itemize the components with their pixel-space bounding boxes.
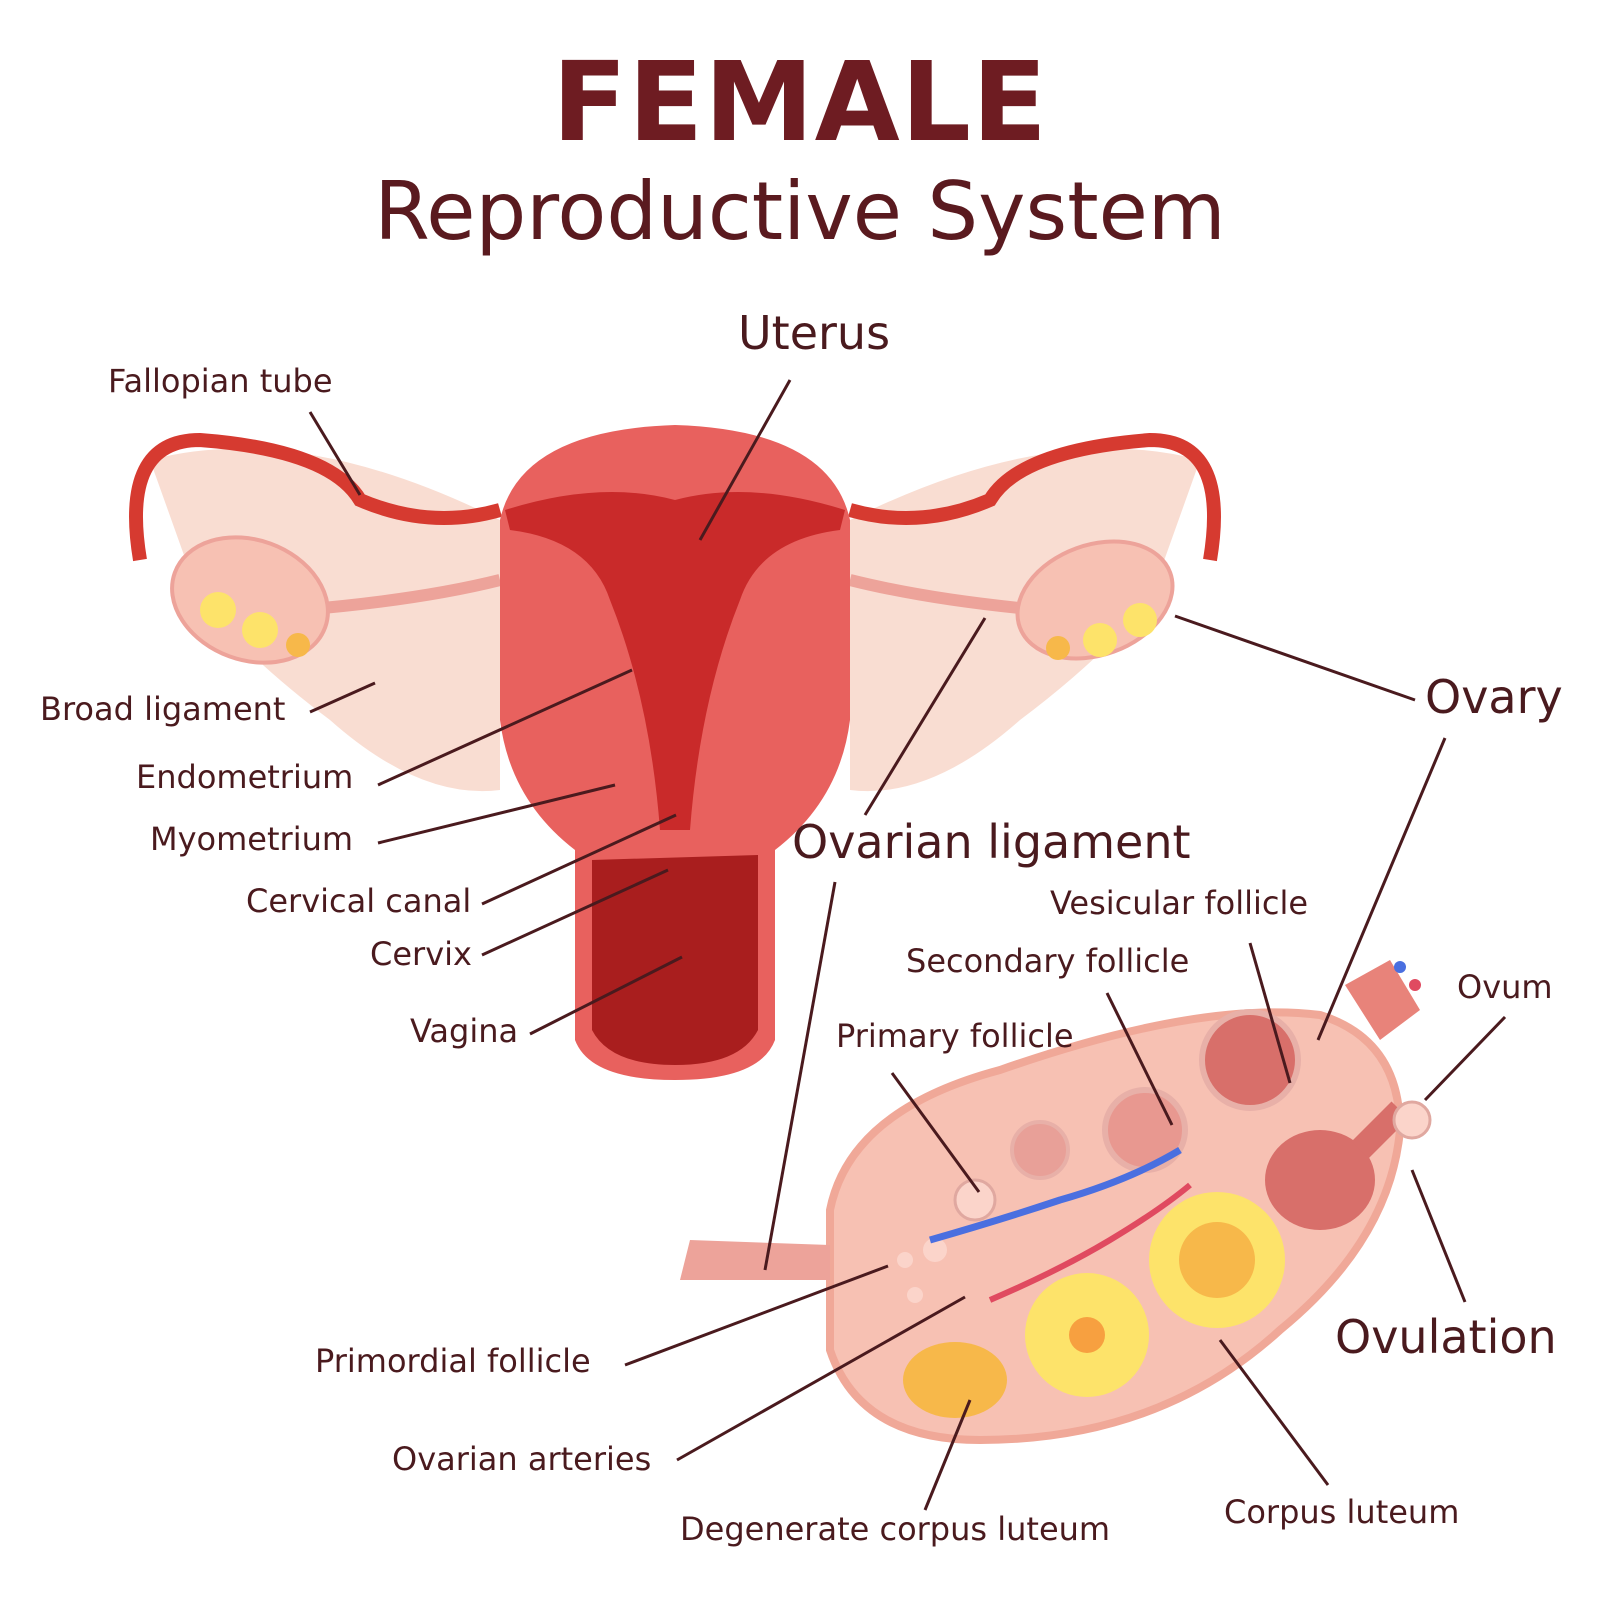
label-ovarian-ligament: Ovarian ligament xyxy=(792,815,1191,869)
fallopian-tube-left xyxy=(129,432,502,562)
label-vagina: Vagina xyxy=(410,1012,519,1050)
label-degenerate-corpus-luteum: Degenerate corpus luteum xyxy=(680,1510,1111,1548)
label-corpus-luteum: Corpus luteum xyxy=(1224,1493,1460,1531)
ovum-shape xyxy=(1392,1100,1432,1140)
ovary-left-shape xyxy=(170,535,330,665)
title-reproductive-system: Reproductive System xyxy=(374,165,1226,258)
label-cervix: Cervix xyxy=(370,935,472,973)
label-vesicular-follicle: Vesicular follicle xyxy=(1050,884,1309,922)
label-uterus: Uterus xyxy=(738,306,891,360)
label-endometrium: Endometrium xyxy=(136,758,354,796)
label-ovarian-arteries: Ovarian arteries xyxy=(392,1440,652,1478)
label-primary-follicle: Primary follicle xyxy=(836,1017,1074,1055)
vein-shape xyxy=(929,1146,1182,1244)
ovary-detail-shape xyxy=(826,1008,1405,1445)
label-broad-ligament: Broad ligament xyxy=(40,690,286,728)
uterine-cavity xyxy=(505,492,845,830)
title-female: FEMALE xyxy=(551,38,1049,166)
label-ovum: Ovum xyxy=(1457,968,1553,1006)
label-primordial-follicle: Primordial follicle xyxy=(315,1342,591,1380)
label-ovary: Ovary xyxy=(1425,670,1563,724)
label-fallopian-tube: Fallopian tube xyxy=(108,362,333,400)
artery-shape xyxy=(988,1182,1192,1303)
primary-follicle xyxy=(953,1178,997,1222)
fallopian-tube-right xyxy=(848,432,1221,562)
label-myometrium: Myometrium xyxy=(150,820,354,858)
label-secondary-follicle: Secondary follicle xyxy=(906,942,1190,980)
label-ovulation: Ovulation xyxy=(1335,1310,1557,1364)
label-cervical-canal: Cervical canal xyxy=(246,882,472,920)
vesicular-follicle xyxy=(1199,1009,1301,1111)
ovulation-follicle xyxy=(1265,1130,1375,1230)
degenerate-corpus-luteum-shape xyxy=(903,1342,1007,1418)
